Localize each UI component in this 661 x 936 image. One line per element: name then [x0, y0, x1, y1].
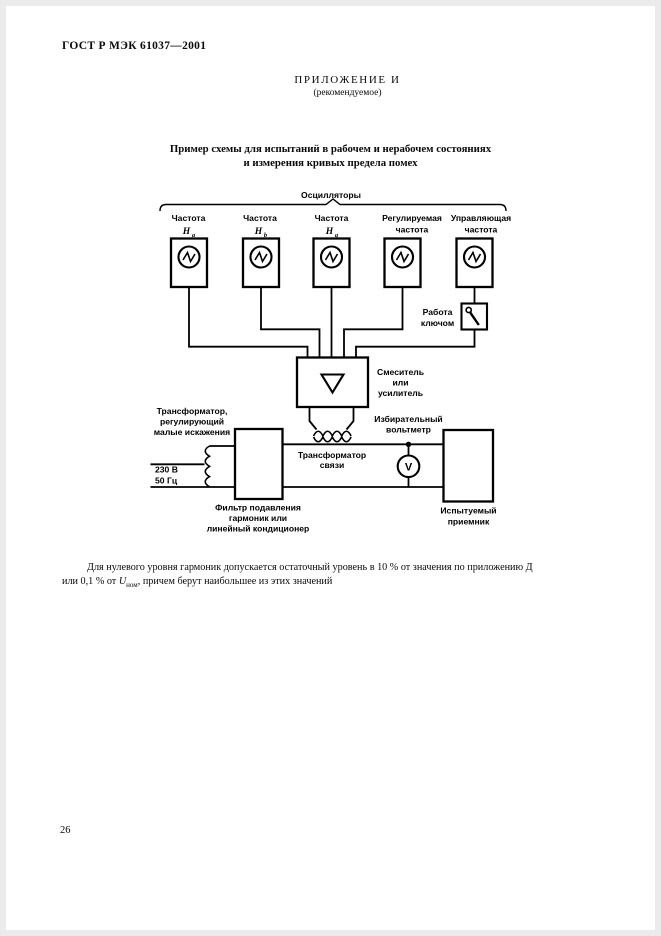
transformer-lead-left [308, 407, 318, 431]
left-transformer-label-line1: Трансформатор, [157, 406, 228, 416]
wire-osc1-mixer [188, 287, 309, 358]
generator-icon [249, 245, 273, 269]
oscillator-3-subscript: g [334, 232, 339, 239]
coupling-transformer: Трансформатор связи [298, 407, 366, 470]
coupling-transformer-label-line1: Трансформатор [298, 450, 366, 460]
voltmeter-label-line2: вольтметр [386, 425, 431, 435]
supply-voltage-label: 230 В [155, 465, 178, 475]
oscillator-1-symbol: Н [182, 227, 191, 237]
figure-title-line1: Пример схемы для испытаний в рабочем и н… [169, 143, 492, 155]
oscillator-4-label-line2: частота [396, 225, 429, 235]
note-line2-post: , причем берут наибольшее из этих значен… [137, 576, 333, 588]
oscillator-3: Частота Н g [312, 213, 351, 289]
coupling-transformer-label-line2: связи [320, 460, 345, 470]
appendix-subtitle: (рекомендуемое) [313, 88, 382, 98]
sine-icon [182, 250, 196, 264]
filter-label-line3: линейный кондиционер [207, 524, 310, 534]
note-paragraph: Для нулевого уровня гармоник допускается… [62, 561, 604, 593]
figure-title: Пример схемы для испытаний в рабочем и н… [0, 143, 661, 170]
oscillator-4-label-line1: Регулируемая [382, 213, 442, 223]
oscillator-3-symbol: Н [325, 227, 334, 237]
keying-switch: Работа ключом [421, 302, 489, 331]
voltmeter: Избирательный вольтметр V [374, 414, 443, 487]
filter-label-line1: Фильтр подавления [215, 503, 301, 513]
transformer-lead-right [345, 407, 355, 431]
supply-input: Трансформатор, регулирующий малые искаже… [150, 406, 235, 488]
voltmeter-label-line1: Избирательный [374, 414, 442, 424]
receiver-under-test: Испытуемый приемник [440, 428, 497, 527]
oscillator-2-subscript: b [264, 232, 268, 239]
mixer-box [295, 356, 370, 409]
figure-title-line2: и измерения кривых предела помех [243, 156, 418, 169]
sine-icon [324, 250, 339, 264]
oscillator-3-label: Частота [315, 213, 349, 223]
oscillator-2-symbol: Н [254, 227, 263, 237]
left-transformer-label-line3: малые искажения [154, 427, 230, 437]
generator-icon [177, 245, 201, 269]
generator-icon [462, 245, 487, 269]
u-symbol: U [118, 576, 127, 588]
secondary-winding-icon [312, 435, 352, 443]
u-subscript: ном [126, 581, 138, 590]
mixer-label-line3: усилитель [378, 388, 423, 398]
oscillator-1-label: Частота [172, 213, 206, 223]
wire-osc4-mixer [343, 287, 404, 358]
receiver-label-line2: приемник [448, 517, 490, 527]
mixer: Смеситель или усилитель [295, 356, 424, 409]
oscillator-5: Управляющая частота [451, 213, 511, 289]
sine-icon [467, 250, 482, 264]
oscillator-5-label-line2: частота [465, 225, 498, 235]
filter-box [233, 427, 284, 501]
standard-number: ГОСТ Р МЭК 61037—2001 [62, 40, 207, 52]
supply-frequency-label: 50 Гц [155, 476, 178, 486]
oscillator-1: Частота Н a [169, 213, 209, 289]
sine-icon [395, 250, 410, 264]
receiver-label-line1: Испытуемый [440, 506, 496, 516]
wire-key-mixer [355, 329, 476, 358]
mixer-label-line1: Смеситель [377, 367, 424, 377]
page-number: 26 [60, 825, 71, 836]
note-line2-pre: или 0,1 % от [62, 576, 119, 588]
oscillator-4: Регулируемая частота [382, 213, 442, 289]
voltmeter-symbol: V [405, 462, 413, 474]
key-label-line2: ключом [421, 318, 454, 328]
filter-label-line2: гармоник или [229, 513, 287, 523]
oscillators-group-label: Осцилляторы [301, 190, 361, 200]
mixer-label-line2: или [392, 378, 408, 388]
oscillator-2-label: Частота [243, 213, 277, 223]
sine-icon [254, 250, 268, 264]
left-transformer-label-line2: регулирующий [160, 417, 224, 427]
triangle-icon [319, 373, 346, 395]
variac-winding-icon [204, 445, 212, 488]
note-line1: Для нулевого уровня гармоник допускается… [87, 562, 533, 573]
oscillator-1-subscript: a [192, 232, 196, 239]
filter: Фильтр подавления гармоник или линейный … [207, 427, 310, 534]
appendix-heading: ПРИЛОЖЕНИЕ И (рекомендуемое) [34, 74, 661, 98]
oscillator-2: Частота Н b [241, 213, 281, 289]
generator-icon [319, 245, 344, 269]
note-line2: или 0,1 % от Uном, причем берут наибольш… [62, 575, 604, 592]
oscillators-brace [159, 198, 507, 212]
key-icon [465, 306, 473, 314]
generator-icon [390, 245, 415, 269]
appendix-title: ПРИЛОЖЕНИЕ И [294, 74, 401, 86]
wire-osc2-mixer [260, 287, 321, 358]
key-label-line1: Работа [423, 307, 453, 317]
key-box [460, 302, 489, 331]
key-lever-icon [469, 311, 480, 326]
receiver-box [442, 428, 495, 503]
oscillator-5-label-line1: Управляющая [451, 213, 511, 223]
